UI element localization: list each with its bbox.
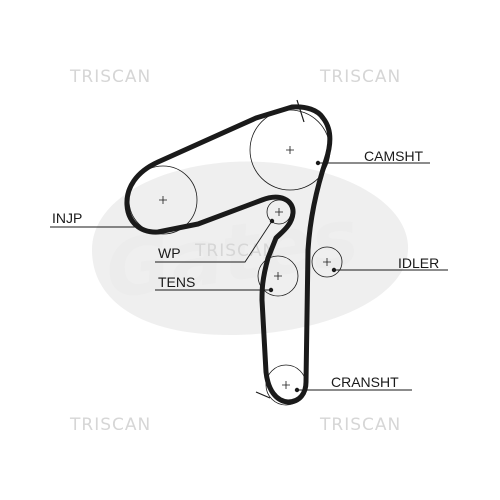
watermark-top-right: TRISCAN bbox=[319, 67, 401, 87]
water-pump-leader-line bbox=[155, 220, 273, 263]
tensioner-pulley bbox=[257, 255, 299, 297]
gates-logo: Gates bbox=[92, 161, 409, 335]
watermark-bottom-left: TRISCAN bbox=[69, 415, 151, 435]
pulley-centers bbox=[159, 146, 331, 389]
crankshaft-label: CRANSHT bbox=[331, 374, 399, 390]
idler-pulley bbox=[311, 246, 343, 278]
watermark-center: TRISCAN bbox=[194, 241, 276, 261]
watermark-bottom-right: TRISCAN bbox=[319, 415, 401, 435]
tensioner-label: TENS bbox=[158, 274, 195, 290]
idler-label: IDLER bbox=[398, 255, 439, 271]
injection-pump-label: INJP bbox=[52, 210, 82, 226]
camshaft-label: CAMSHT bbox=[364, 148, 424, 164]
leader-dots bbox=[136, 160, 337, 393]
timing-belt bbox=[124, 104, 333, 405]
water-pump-label: WP bbox=[158, 245, 181, 261]
watermark-top-left: TRISCAN bbox=[69, 67, 151, 87]
timing-marks bbox=[255, 99, 305, 399]
